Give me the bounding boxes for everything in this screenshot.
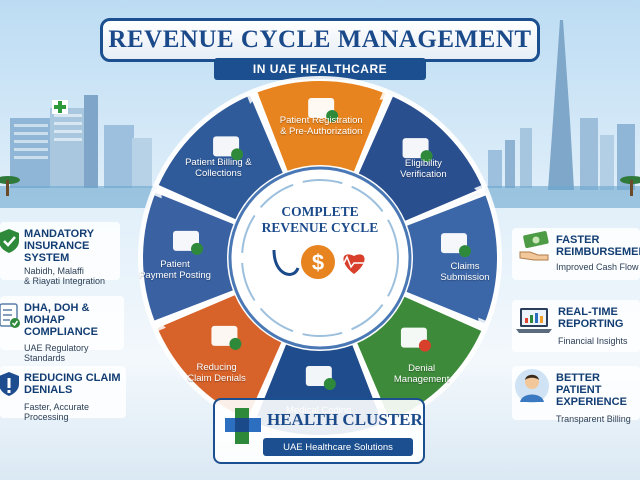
right-item-desc: Transparent Billing: [556, 414, 631, 424]
right-item-patient-experience: BETTER PATIENT EXPERIENCE Transparent Bi…: [512, 366, 640, 424]
left-item-title: REDUCING CLAIM: [24, 372, 121, 384]
checklist-icon: [0, 303, 20, 328]
segment-label-line: Eligibility: [404, 158, 442, 170]
cycle-arrow-icon: [478, 317, 490, 331]
right-item-desc: Financial Insights: [558, 336, 628, 346]
right-item-desc: Improved Cash Flow: [556, 262, 639, 272]
segment-status-icon: [420, 150, 433, 163]
segment-label-line: Submission: [440, 272, 490, 284]
left-item-title: DENIALS: [24, 384, 73, 396]
footer-tagline: UAE Healthcare Solutions: [263, 438, 413, 456]
segment-status-icon: [326, 110, 339, 123]
segment-status-icon: [191, 242, 204, 255]
segment-status-icon: [323, 377, 336, 390]
left-item-title: MANDATORY: [24, 228, 95, 240]
left-item-desc: Faster, Accurate Processing: [24, 402, 90, 422]
stethoscope-icon: [272, 249, 300, 276]
cycle-segment-label: Patient Billing &Collections: [166, 157, 270, 179]
segment-label-line: Patient Registration: [279, 115, 363, 126]
segment-label-line: Collections: [195, 167, 242, 179]
right-item-title: EXPERIENCE: [556, 396, 627, 408]
segment-label-line: Patient: [160, 258, 190, 270]
subtitle-banner: IN UAE HEALTHCARE: [214, 58, 426, 80]
shield-check-icon: [0, 229, 19, 253]
cycle-arrow-icon: [150, 185, 162, 199]
right-item-reporting: REAL-TIME REPORTING Financial Insights: [512, 300, 640, 352]
segment-label-line: Reducing: [196, 361, 237, 373]
health-cluster-logo: HEALTH CLUSTER UAE Healthcare Solutions: [213, 398, 425, 464]
cycle-center-line1: COMPLETE: [281, 204, 359, 219]
segment-label-line: Claim Denials: [187, 372, 246, 384]
laptop-chart-icon: [516, 308, 552, 333]
left-item-title: COMPLIANCE: [24, 326, 98, 338]
right-item-reimbursements: FASTER REIMBURSEMENTS Improved Cash Flow: [512, 228, 640, 280]
cycle-segment-label: Patient Registration& Pre-Authorization: [269, 115, 373, 137]
left-item-compliance: DHA, DOH & MOHAP COMPLIANCE UAE Regulato…: [0, 296, 124, 363]
segment-label-line: Management: [393, 374, 450, 386]
patient-icon: [515, 369, 549, 403]
segment-label-line: Payment Posting: [139, 269, 211, 281]
footer-brand-name: HEALTH CLUSTER: [267, 410, 423, 429]
cycle-arrow-icon: [154, 318, 166, 333]
cycle-arrow-icon: [379, 88, 393, 100]
segment-label-line: & Pre-Authorization: [280, 126, 363, 137]
left-item-desc: & Riayati Integration: [24, 276, 106, 286]
cycle-center-line2: REVENUE CYCLE: [261, 220, 379, 235]
cycle-arrow-icon: [245, 92, 260, 104]
alert-shield-icon: [0, 372, 19, 396]
right-item-title: REAL-TIME: [558, 306, 618, 318]
cash-hand-icon: [519, 231, 549, 261]
left-item-insurance: MANDATORY INSURANCE SYSTEM Nabidh, Malaf…: [0, 222, 120, 286]
cycle-inner-arrows: [241, 179, 399, 337]
segment-label-line: Claims: [450, 261, 480, 273]
segment-status-icon: [231, 148, 244, 161]
left-item-denials: REDUCING CLAIM DENIALS Faster, Accurate …: [0, 366, 126, 422]
right-item-title: FASTER: [556, 234, 600, 246]
left-item-desc: UAE Regulatory Standards: [24, 343, 89, 363]
segment-status-icon: [229, 337, 242, 350]
cycle-center-title: COMPLETE REVENUE CYCLE: [248, 204, 392, 236]
left-item-desc: Nabidh, Malaffi: [24, 266, 84, 276]
right-item-title: REIMBURSEMENTS: [556, 246, 640, 258]
segment-status-icon: [418, 339, 431, 352]
dollar-sign-glyph: $: [312, 250, 324, 275]
health-cross-icon: [225, 408, 261, 444]
pulse-line: [336, 255, 364, 269]
cycle-arrow-icon: [474, 183, 486, 198]
segment-status-icon: [458, 245, 471, 258]
page-title: REVENUE CYCLE MANAGEMENT: [108, 26, 532, 53]
dollar-coin-icon: [301, 245, 335, 279]
right-item-title: REPORTING: [558, 318, 624, 330]
right-item-title: BETTER PATIENT: [556, 372, 602, 396]
left-item-title: INSURANCE SYSTEM: [24, 240, 90, 264]
left-item-title: DHA, DOH & MOHAP: [24, 302, 90, 326]
segment-label-line: Verification: [400, 169, 447, 181]
segment-label-line: Patient Billing &: [185, 156, 252, 168]
segment-label-line: Denial: [408, 363, 436, 375]
